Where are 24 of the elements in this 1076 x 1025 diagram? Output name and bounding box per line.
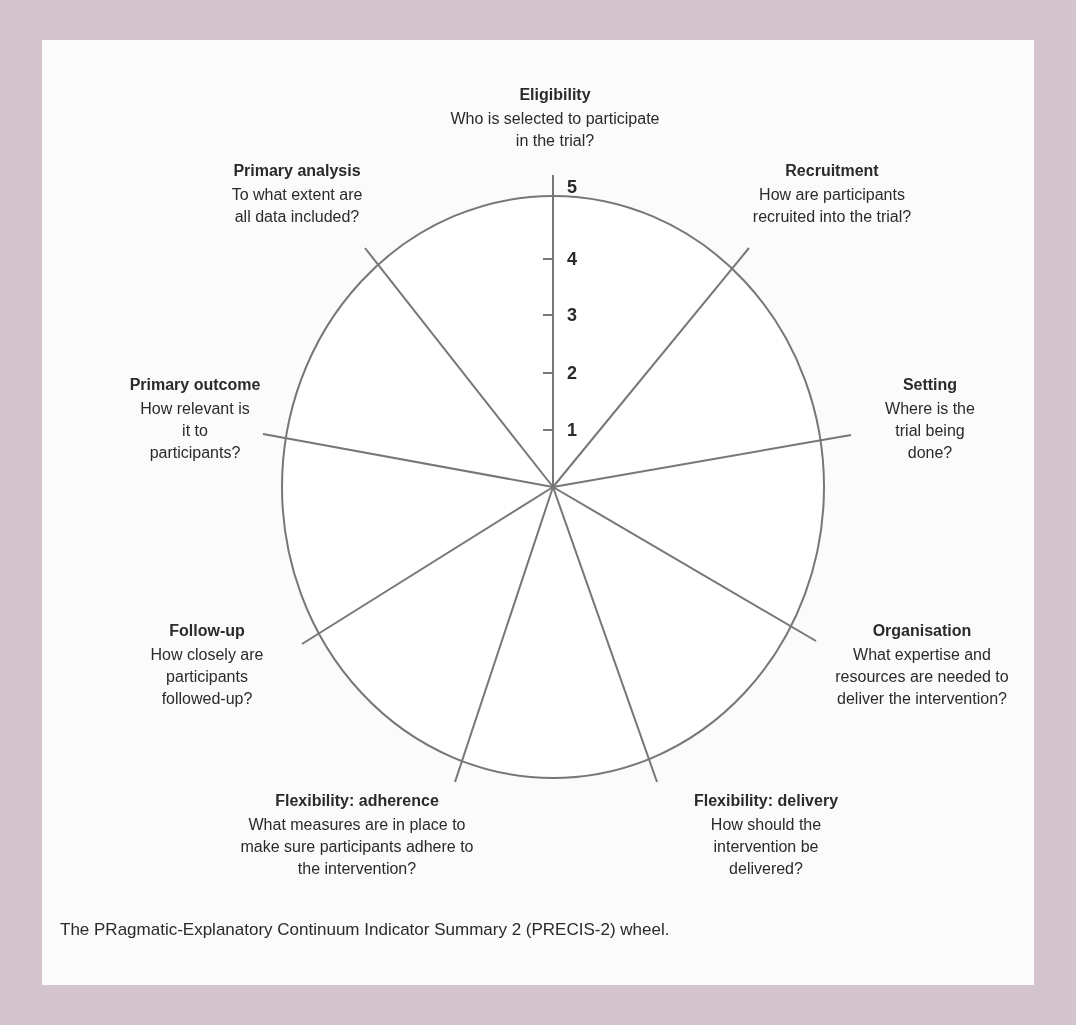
domain-heading: Follow-up [168,621,246,641]
domain-heading: Primary analysis [232,161,362,181]
scale-number: 4 [567,248,578,270]
domain-question: What measures are in place to make sure participants adhere to the intervention? [239,815,475,879]
scale-number: 2 [567,362,578,384]
domain-question: Where is the trial being done? [884,399,976,463]
scale-number: 1 [567,419,578,441]
domain-heading: Organisation [871,621,973,641]
domain-heading: Eligibility [518,85,592,105]
domain-question: How are participants recruited into the trial? [751,185,913,227]
domain-question: Who is selected to participate in the trial? [449,109,661,151]
domain-heading: Primary outcome [128,375,262,395]
scale-number: 3 [567,304,578,326]
domain-question: What expertise and resources are needed to deliver the intervention? [834,645,1010,709]
domain-question: To what extent are all data included? [230,185,364,227]
domain-heading: Flexibility: delivery [692,791,840,811]
domain-heading: Flexibility: adherence [274,791,440,811]
caption: The PRagmatic-Explanatory Continuum Indicator Summary 2 (PRECIS-2) wheel. [60,920,670,940]
scale-number: 5 [567,176,578,198]
domain-question: How closely are participants followed-up? [149,645,265,709]
domain-heading: Setting [901,375,959,395]
domain-question: How should the intervention be delivered? [709,815,823,879]
domain-question: How relevant is it to participants? [139,399,251,463]
domain-heading: Recruitment [784,161,880,181]
